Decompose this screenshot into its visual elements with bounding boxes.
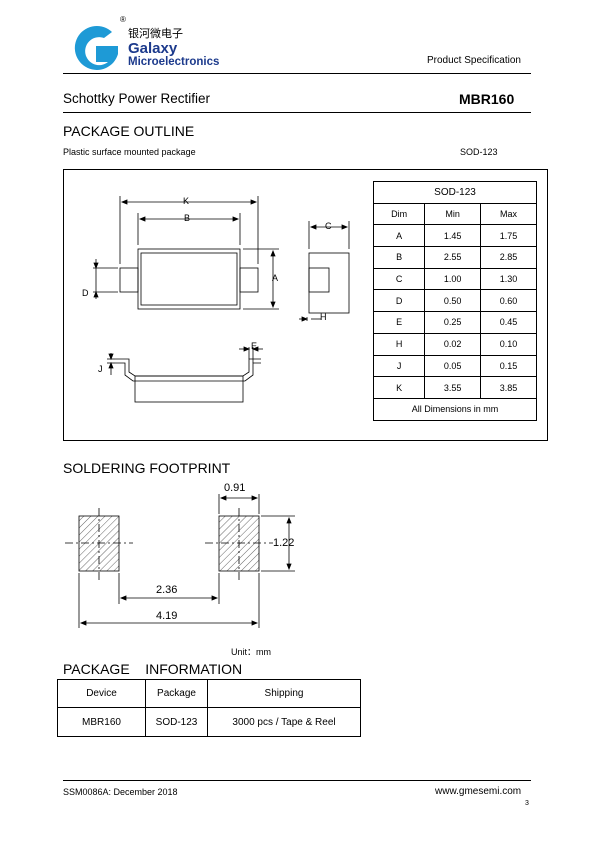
header-cell: Package: [145, 679, 208, 708]
spec-label: Product Specification: [427, 55, 521, 66]
galaxy-logo-icon: [74, 25, 118, 70]
dim-cell: C: [372, 267, 426, 291]
max-cell: 0.10: [480, 332, 537, 356]
package-information-heading: PACKAGE INFORMATION: [63, 661, 243, 677]
dim-cell: D: [372, 289, 426, 313]
soldering-footprint-drawing: [65, 494, 295, 628]
dim-label-c: C: [325, 221, 332, 231]
dim-label-d: D: [82, 288, 89, 298]
min-cell: 0.25: [424, 311, 482, 334]
header-cell: Max: [480, 202, 537, 226]
dim-label-b: B: [184, 213, 191, 223]
dim-label-e: E: [251, 341, 258, 351]
product-type: Schottky Power Rectifier: [63, 91, 211, 106]
dim-cell: E: [372, 311, 426, 334]
shipping-cell: 3000 pcs / Tape & Reel: [207, 707, 361, 737]
max-cell: 2.85: [480, 246, 537, 269]
min-cell: 1.00: [424, 267, 482, 291]
min-cell: 0.50: [424, 289, 482, 313]
max-cell: 3.85: [480, 376, 537, 399]
outer-span-label: 4.19: [156, 610, 178, 622]
package-name: SOD-123: [460, 147, 498, 157]
min-cell: 2.55: [424, 246, 482, 269]
title-rule: [63, 112, 531, 113]
dimension-table-title: SOD-123: [373, 181, 537, 204]
soldering-footprint-heading: SOLDERING FOOTPRINT: [63, 460, 231, 476]
min-cell: 0.02: [424, 332, 482, 356]
dim-label-k: K: [183, 196, 190, 206]
dim-cell: H: [372, 332, 426, 356]
header-cell: Dim: [372, 202, 426, 226]
logo-subtitle: Microelectronics: [128, 56, 220, 68]
max-cell: 0.15: [480, 354, 537, 378]
package-cell: SOD-123: [145, 707, 208, 737]
package-description: Plastic surface mounted package: [63, 147, 196, 157]
dim-cell: A: [372, 224, 426, 248]
max-cell: 0.45: [480, 311, 537, 334]
header-cell: Device: [57, 679, 146, 708]
dim-label-j: J: [98, 364, 103, 374]
dim-cell: B: [372, 246, 426, 269]
dim-cell: J: [372, 354, 426, 378]
max-cell: 1.30: [480, 267, 537, 291]
logo-name: Galaxy: [128, 40, 178, 57]
dim-label-h: H: [320, 312, 327, 322]
max-cell: 1.75: [480, 224, 537, 248]
footer-rule: [63, 780, 531, 781]
package-outline-box: [63, 169, 548, 441]
document-code: SSM0086A: December 2018: [63, 787, 178, 797]
logo-chinese-name: 银河微电子: [128, 27, 183, 40]
max-cell: 0.60: [480, 289, 537, 313]
pad-height-label: 1.22: [273, 537, 295, 549]
min-cell: 0.05: [424, 354, 482, 378]
header-rule: [63, 73, 531, 74]
device-cell: MBR160: [57, 707, 146, 737]
package-information-table: Device Package Shipping MBR160 SOD-123 3…: [57, 679, 361, 737]
dim-label-a: A: [272, 273, 279, 283]
header-cell: Min: [424, 202, 482, 226]
table-row: MBR160 SOD-123 3000 pcs / Tape & Reel: [57, 707, 361, 737]
min-cell: 1.45: [424, 224, 482, 248]
package-outline-heading: PACKAGE OUTLINE: [63, 123, 195, 139]
registered-mark: ®: [120, 15, 126, 24]
part-number: MBR160: [459, 91, 515, 107]
unit-label: Unit：mm: [231, 647, 271, 657]
package-outline-drawing: [93, 196, 350, 403]
page-number: 3: [525, 800, 529, 807]
website-link[interactable]: www.gmesemi.com: [435, 786, 522, 797]
dim-cell: K: [372, 376, 426, 399]
table-header-row: Dim Min Max: [372, 202, 537, 226]
inner-gap-label: 2.36: [156, 584, 178, 596]
min-cell: 3.55: [424, 376, 482, 399]
header-cell: Shipping: [207, 679, 361, 708]
table-header-row: Device Package Shipping: [57, 679, 361, 708]
dimension-table-footer: All Dimensions in mm: [373, 397, 537, 421]
pad-width-label: 0.91: [224, 482, 246, 494]
